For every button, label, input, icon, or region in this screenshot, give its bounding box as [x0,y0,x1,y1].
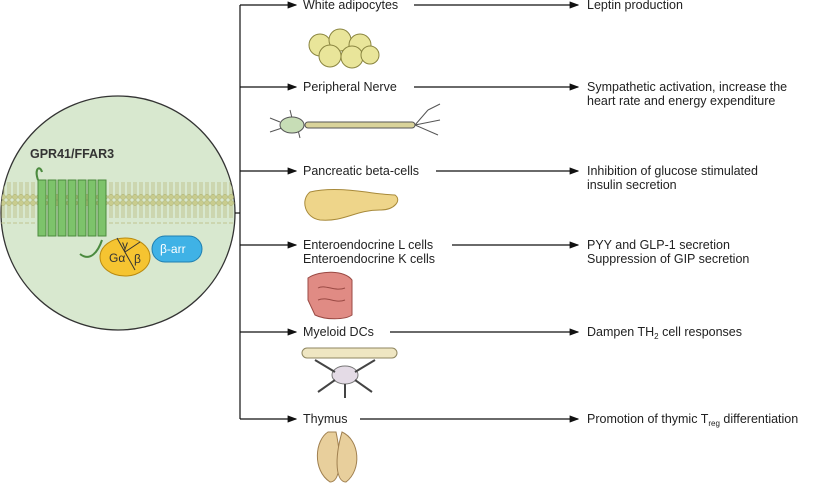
intestine-icon [307,271,353,320]
effect-text: Dampen TH [587,325,655,339]
target-enteroendocrine-k: Enteroendocrine K cells [303,252,436,266]
effect-text: differentiation [719,412,799,426]
effect-th2: Dampen TH2 cell responses [587,325,742,341]
target-white-adipocytes: White adipocytes [303,0,399,12]
target-thymus: Thymus [303,412,348,426]
effect-text: Promotion of thymic T [587,412,709,426]
adipocytes-icon [308,28,380,69]
target-peripheral-nerve: Peripheral Nerve [303,80,397,94]
g-protein-icon [99,237,151,277]
effect-leptin: Leptin production [587,0,683,12]
receptor-circle [0,95,236,331]
beta-arrestin-icon [151,235,203,263]
target-pancreatic-beta-cells: Pancreatic beta-cells [303,164,420,178]
g-alpha-label: Gα [109,251,126,265]
effect-insulin-line2: insulin secretion [587,178,677,192]
g-beta-label: β [134,252,141,266]
subscript: reg [708,419,720,428]
g-gamma-label: γ [122,238,128,252]
neuron-icon [269,103,441,139]
cell-membrane [1,182,235,224]
effect-sympathetic-line2: heart rate and energy expenditure [587,94,776,108]
target-enteroendocrine-l: Enteroendocrine L cells [303,238,434,252]
effect-text: cell responses [658,325,742,339]
beta-arrestin-label: β-arr [160,242,186,256]
effect-insulin-line1: Inhibition of glucose stimulated [587,164,758,178]
subscript: 2 [654,332,659,341]
thymus-icon [316,431,358,483]
target-myeloid-dcs: Myeloid DCs [303,325,374,339]
effect-treg: Promotion of thymic Treg differentiation [587,412,799,428]
receptor-helices-icon [35,167,107,258]
effect-sympathetic-line1: Sympathetic activation, increase the [587,80,788,94]
effect-pyy-glp1: PYY and GLP-1 secretion [587,238,730,252]
bone-dendritic-cell-icon [301,347,398,398]
connector-lines [235,1,580,423]
receptor-title: GPR41/FFAR3 [30,147,115,161]
pancreas-icon [304,189,399,221]
effect-gip: Suppression of GIP secretion [587,252,750,266]
